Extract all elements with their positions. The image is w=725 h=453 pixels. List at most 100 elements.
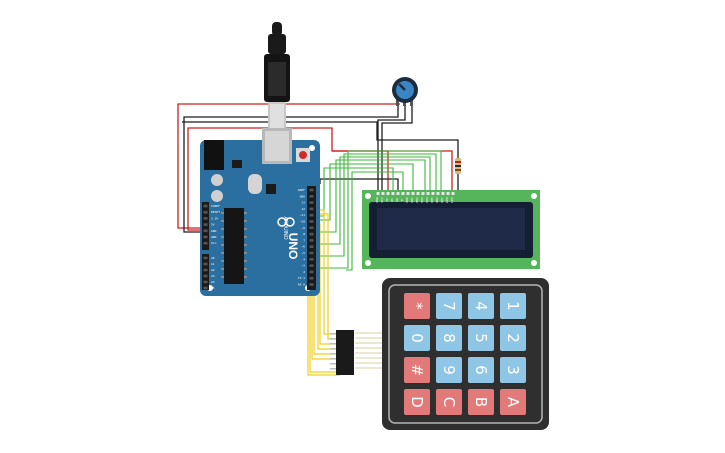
digital-pin[interactable]: 4 — [303, 257, 314, 261]
keypad-key-1[interactable]: 1 — [500, 293, 526, 319]
lcd-pin-label: DB6 — [435, 197, 439, 203]
power-analog-pin[interactable]: 3.3V — [203, 216, 219, 220]
digital-pin[interactable]: ~3 — [301, 264, 314, 268]
key-label: 1 — [504, 301, 522, 311]
digital-pin[interactable]: AREF — [298, 188, 314, 192]
power-analog-pin[interactable]: A0 — [203, 256, 215, 260]
lcd-pin[interactable]: DB4 — [425, 192, 430, 203]
wire-red-1[interactable] — [177, 103, 400, 229]
lcd-pin-label: GND — [375, 197, 379, 203]
keypad-key-B[interactable]: B — [468, 389, 494, 415]
keypad-key-D[interactable]: D — [404, 389, 430, 415]
digital-pin[interactable]: ~10 — [300, 220, 314, 224]
lcd-pin[interactable]: E — [400, 192, 405, 201]
power-analog-pin[interactable]: A2 — [203, 268, 215, 272]
digital-pin-label: RX 0 — [298, 283, 305, 287]
digital-pin-labels: AREF GND 13 12 ~11 ~10 ~9 8 7 ~6 ~5 4 ~3 2 TX 1 RX 0 — [298, 188, 314, 287]
lcd-pin-label: DB0 — [405, 197, 409, 203]
power-analog-pin[interactable]: A5 — [203, 286, 215, 290]
lcd-pin[interactable]: VCC — [380, 192, 385, 203]
lcd-pin-label: RW — [395, 198, 399, 202]
keypad-key-#[interactable]: # — [404, 357, 430, 383]
power-analog-pin[interactable]: A1 — [203, 262, 215, 266]
lcd-pin[interactable]: DB5 — [430, 192, 435, 203]
power-analog-pin[interactable]: Vin — [203, 241, 217, 245]
power-analog-pin[interactable]: 5V — [203, 223, 215, 227]
green-wire-bundle[interactable] — [316, 150, 442, 271]
keypad-4x4[interactable]: * 0 # D 7 8 9C 4 5 6B 1 2 3A — [382, 278, 549, 430]
digital-pin[interactable]: RX 0 — [298, 283, 314, 287]
keypad-key-*[interactable]: * — [404, 293, 430, 319]
wire-black-1[interactable] — [183, 104, 399, 233]
digital-pin[interactable]: TX 1 — [298, 276, 314, 280]
digital-pin[interactable]: ~11 — [300, 213, 314, 217]
lcd-pin[interactable]: GND — [375, 192, 380, 203]
lcd-pin[interactable]: RW — [395, 192, 400, 202]
power-analog-pin[interactable]: IOREF — [203, 204, 221, 208]
lcd-pin[interactable]: DB7 — [440, 192, 445, 203]
lcd-pin[interactable]: DB3 — [420, 192, 425, 203]
digital-pin[interactable]: 2 — [303, 270, 314, 274]
lcd-pin[interactable]: RS — [390, 192, 395, 202]
key-label: 0 — [408, 333, 426, 343]
digital-pin[interactable]: GND — [300, 194, 314, 198]
potentiometer-icon[interactable] — [392, 77, 418, 106]
keypad-key-2[interactable]: 2 — [500, 325, 526, 351]
digital-pin[interactable]: 8 — [303, 232, 314, 236]
power-analog-pin[interactable]: A4 — [203, 280, 215, 284]
key-label: * — [408, 302, 426, 310]
lcd-pin[interactable]: DB0 — [405, 192, 410, 203]
key-label: 3 — [504, 365, 522, 375]
power-analog-pin-label: GND — [211, 235, 217, 239]
keypad-key-3[interactable]: 3 — [500, 357, 526, 383]
arduino-logo-icon — [277, 217, 295, 227]
lcd-pin[interactable]: DB1 — [410, 192, 415, 203]
keypad-key-0[interactable]: 0 — [404, 325, 430, 351]
key-label: 6 — [472, 365, 490, 375]
lcd-pin[interactable]: DB6 — [435, 192, 440, 203]
power-analog-pin[interactable]: RESET — [203, 210, 221, 214]
wire-red-2[interactable] — [187, 127, 290, 231]
wire-black-3[interactable] — [381, 104, 413, 194]
keypad-key-9[interactable]: 9 — [436, 357, 462, 383]
arduino-uno-board[interactable]: ARDUINO UNO AREFGND1312~11~10~987~6~54~3… — [200, 128, 320, 296]
lcd-pin[interactable]: DB2 — [415, 192, 420, 203]
keypad-key-C[interactable]: C — [436, 389, 462, 415]
digital-pin-label: ~9 — [301, 226, 305, 230]
power-analog-pin[interactable]: GND — [203, 229, 217, 233]
digital-pin[interactable]: ~6 — [301, 245, 314, 249]
lcd-pin[interactable]: V0 — [385, 192, 390, 202]
keypad-key-4[interactable]: 4 — [468, 293, 494, 319]
digital-pin[interactable]: ~9 — [301, 226, 314, 230]
digital-pin[interactable]: 12 — [301, 207, 314, 211]
digital-pin-label: AREF — [298, 188, 305, 192]
digital-pin[interactable]: ~5 — [301, 251, 314, 255]
digital-pin[interactable]: 7 — [303, 238, 314, 242]
keypad-key-8[interactable]: 8 — [436, 325, 462, 351]
lcd-pin[interactable]: LED — [445, 192, 450, 203]
reset-button-icon[interactable] — [296, 148, 310, 162]
power-analog-pin-label: IOREF — [211, 204, 220, 208]
power-analog-pin-label: A1 — [211, 262, 215, 266]
digital-pin-label: 4 — [303, 257, 305, 261]
digital-pin-label: GND — [300, 194, 306, 198]
key-label: 2 — [504, 333, 522, 343]
keypad-key-6[interactable]: 6 — [468, 357, 494, 383]
lcd-pin[interactable]: LED — [450, 192, 455, 203]
keypad-key-7[interactable]: 7 — [436, 293, 462, 319]
power-analog-pin[interactable]: GND — [203, 235, 217, 239]
resistor-icon[interactable] — [455, 145, 461, 193]
usb-cable-icon[interactable] — [264, 22, 290, 130]
keypad-key-5[interactable]: 5 — [468, 325, 494, 351]
keypad-ribbon — [355, 332, 384, 369]
lcd-pin-label: DB7 — [440, 197, 444, 203]
key-label: 4 — [472, 301, 490, 311]
keypad-key-A[interactable]: A — [500, 389, 526, 415]
power-analog-pin[interactable]: A3 — [203, 274, 215, 278]
key-label: B — [472, 397, 490, 407]
lcd-pin-label: DB5 — [430, 197, 434, 203]
digital-pin[interactable]: 13 — [301, 201, 314, 205]
